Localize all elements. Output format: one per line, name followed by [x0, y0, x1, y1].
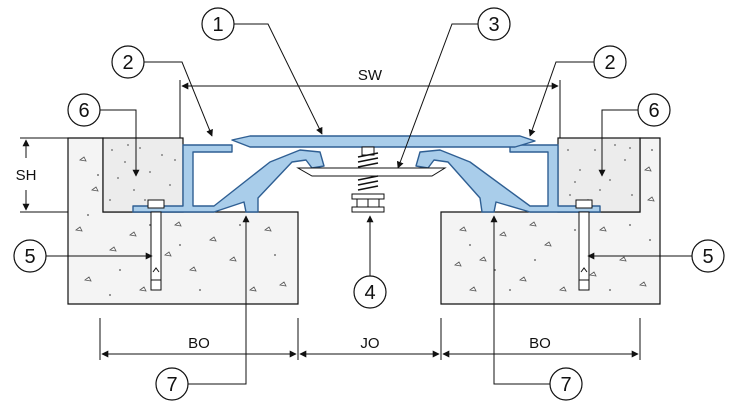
svg-text:7: 7 — [560, 374, 571, 396]
svg-text:4: 4 — [364, 282, 375, 304]
svg-text:2: 2 — [122, 52, 133, 74]
svg-text:2: 2 — [604, 52, 615, 74]
callout-4: 4 — [353, 275, 387, 309]
bo-left-label: BO — [188, 335, 210, 352]
callout-6-right: 6 — [637, 93, 671, 127]
svg-text:5: 5 — [24, 246, 35, 268]
spring-icon — [357, 152, 379, 168]
nosing-left — [102, 137, 184, 213]
callout-2-left: 2 — [111, 45, 145, 79]
callout-3: 3 — [477, 7, 511, 41]
sh-label: SH — [16, 167, 37, 184]
svg-text:6: 6 — [648, 100, 659, 122]
svg-text:3: 3 — [488, 14, 499, 36]
callout-5-left: 5 — [13, 239, 47, 273]
callout-2-right: 2 — [593, 45, 627, 79]
svg-text:5: 5 — [702, 246, 713, 268]
cover-plate — [231, 135, 536, 148]
anchor-bolt-right — [575, 199, 593, 291]
callout-5-right: 5 — [691, 239, 725, 273]
svg-text:6: 6 — [78, 100, 89, 122]
spring-assembly — [296, 146, 447, 213]
svg-text:1: 1 — [212, 14, 223, 36]
nosing-right — [557, 137, 641, 213]
jo-label: JO — [360, 335, 379, 352]
anchor-bolt-left — [147, 199, 165, 291]
callout-7-right: 7 — [549, 367, 583, 401]
dim-bottom — [99, 318, 641, 360]
callout-1: 1 — [201, 7, 235, 41]
svg-text:7: 7 — [166, 374, 177, 396]
leaders — [46, 23, 692, 385]
callout-6-left: 6 — [67, 93, 101, 127]
dim-sw — [179, 80, 561, 138]
sw-label: SW — [358, 67, 383, 84]
dim-sh — [20, 137, 68, 213]
concrete-hatch — [75, 149, 655, 296]
extrusion-left — [132, 144, 325, 213]
callout-7-left: 7 — [155, 367, 189, 401]
nosing-stipple — [109, 144, 633, 201]
extrusion-right — [415, 144, 601, 213]
bo-right-label: BO — [529, 335, 551, 352]
